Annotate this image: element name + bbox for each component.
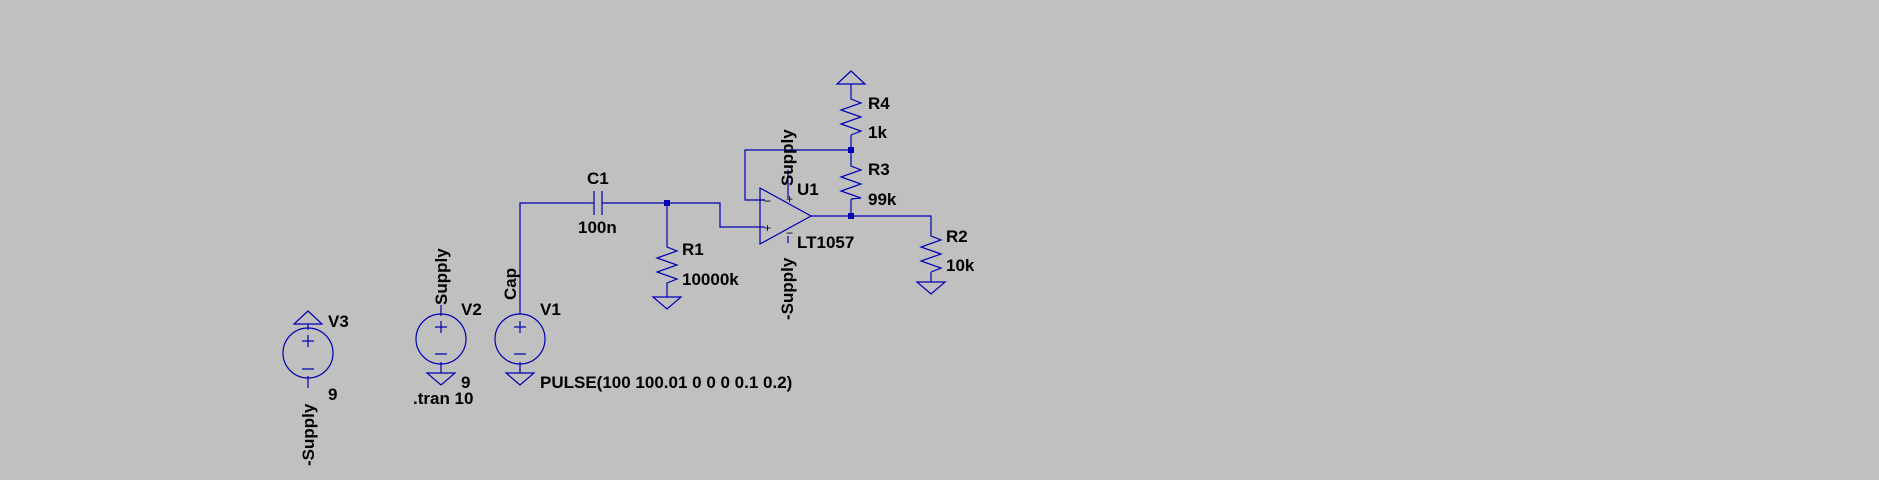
v1-ref-label: V1 xyxy=(540,300,561,319)
ground-icon xyxy=(504,372,536,386)
resistor-r4[interactable]: R4 1k xyxy=(835,70,890,142)
voltage-source-v1[interactable]: V1 PULSE(100 100.01 0 0 0 0.1 0.2) xyxy=(494,300,792,392)
wire-c1-to-r1[interactable] xyxy=(606,202,760,228)
u1-value-label: LT1057 xyxy=(797,233,854,252)
c1-value-label: 100n xyxy=(578,218,617,237)
net-label-supply-u1: Supply xyxy=(778,129,797,186)
net-label-neg-supply-u1: -Supply xyxy=(778,257,797,320)
ground-icon xyxy=(425,372,457,386)
r3-value-label: 99k xyxy=(868,190,897,209)
voltage-source-v3[interactable]: V3 9 xyxy=(282,310,349,404)
resistor-icon xyxy=(655,243,679,287)
capacitor-c1[interactable]: C1 100n xyxy=(578,169,617,237)
node-junction-icon xyxy=(664,200,670,206)
opamp-icon xyxy=(759,186,813,246)
u1-ref-label: U1 xyxy=(797,180,819,199)
r2-ref-label: R2 xyxy=(946,227,968,246)
ground-icon xyxy=(651,296,683,310)
resistor-icon xyxy=(839,95,863,136)
resistor-r3[interactable]: R3 99k xyxy=(839,160,897,209)
c1-ref-label: C1 xyxy=(587,169,609,188)
net-label-supply-v2: Supply xyxy=(432,248,451,305)
node-junction-icon xyxy=(848,213,854,219)
v2-value-label: 9 xyxy=(461,373,470,392)
net-label-cap: Cap xyxy=(501,268,520,300)
r4-value-label: 1k xyxy=(868,123,887,142)
opamp-vminus-sign: − xyxy=(786,226,793,240)
capacitor-icon xyxy=(590,191,606,215)
v3-ref-label: V3 xyxy=(328,312,349,331)
voltage-source-icon xyxy=(282,327,334,379)
r4-ref-label: R4 xyxy=(868,94,890,113)
r2-value-label: 10k xyxy=(946,256,975,275)
node-junction-icon xyxy=(848,147,854,153)
supply-flag-icon xyxy=(292,310,324,325)
ground-icon xyxy=(915,281,947,295)
spice-directive-tran[interactable]: .tran 10 xyxy=(413,389,473,408)
r1-value-label: 10000k xyxy=(682,270,739,289)
resistor-icon xyxy=(839,163,863,200)
opamp-inverting-sign: − xyxy=(764,194,771,208)
resistor-r2[interactable]: R2 10k xyxy=(915,227,975,295)
resistor-r1[interactable]: R1 10000k xyxy=(651,240,739,310)
wire-output[interactable] xyxy=(811,215,932,232)
r3-ref-label: R3 xyxy=(868,160,890,179)
v2-ref-label: V2 xyxy=(461,300,482,319)
v3-value-label: 9 xyxy=(328,385,337,404)
supply-flag-icon xyxy=(835,70,867,85)
net-label-neg-supply-v3: -Supply xyxy=(299,403,318,466)
resistor-icon xyxy=(919,232,943,273)
voltage-source-v2[interactable]: V2 9 xyxy=(415,300,482,392)
wire-feedback[interactable] xyxy=(744,149,851,201)
opamp-u1[interactable]: − + + − U1 LT1057 xyxy=(759,180,854,252)
opamp-vplus-sign: + xyxy=(786,192,793,206)
v1-value-label: PULSE(100 100.01 0 0 0 0.1 0.2) xyxy=(540,373,792,392)
opamp-noninverting-sign: + xyxy=(764,221,771,235)
voltage-source-icon xyxy=(415,313,467,365)
r1-ref-label: R1 xyxy=(682,240,704,259)
wire-cap-net[interactable] xyxy=(519,202,590,314)
voltage-source-icon xyxy=(494,313,546,365)
